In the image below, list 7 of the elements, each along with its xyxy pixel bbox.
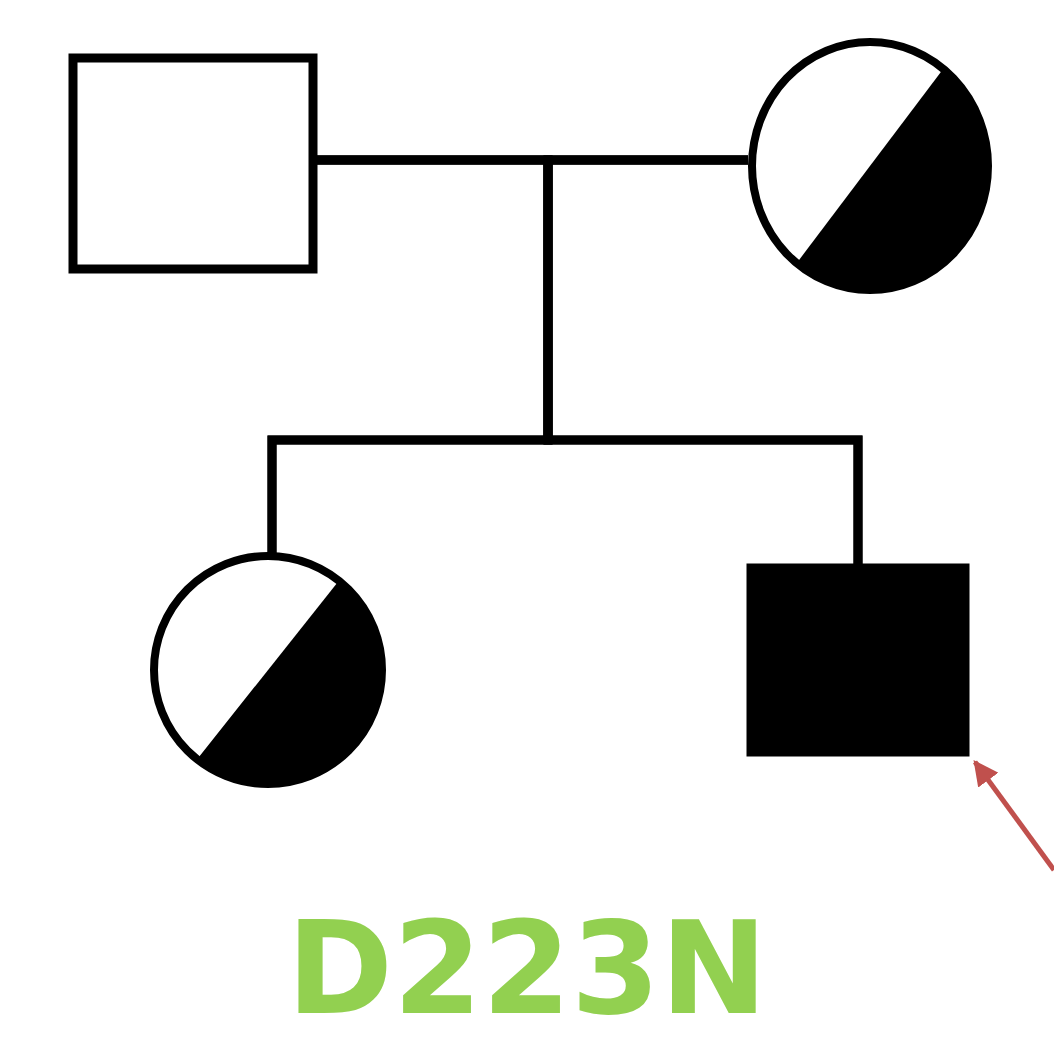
half-filled-circle <box>150 552 386 788</box>
pedigree-line <box>543 155 863 566</box>
filled-square <box>748 565 968 755</box>
variant-label: D223N <box>286 894 768 1043</box>
empty-square <box>70 55 316 272</box>
half-filled-circle <box>748 38 992 294</box>
pointer-arrow <box>973 760 1054 872</box>
